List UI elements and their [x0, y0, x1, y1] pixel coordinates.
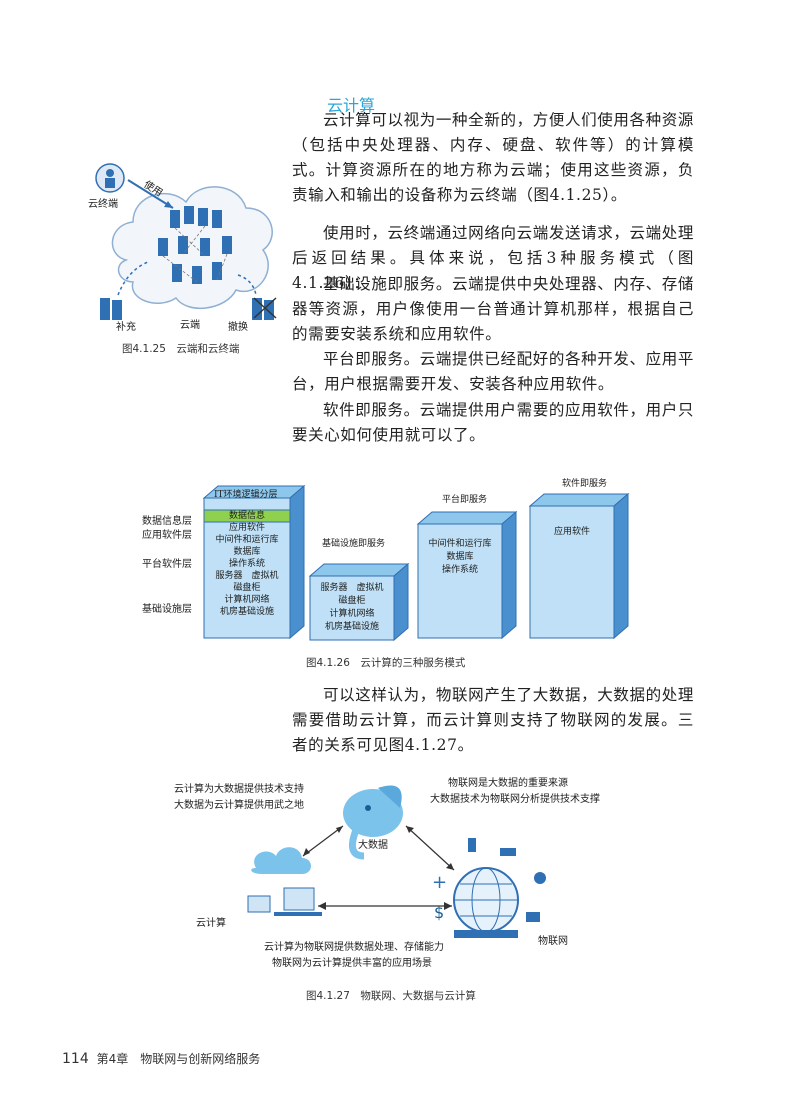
- cube-iaas-title: 基础设施即服务: [322, 539, 386, 549]
- section-title: 云计算: [327, 96, 376, 115]
- cube-iaas-rows: 服务器 虚拟机 磁盘柜 计算机网络 机房基础设施: [310, 582, 394, 634]
- row-server-vm: 服务器 虚拟机: [204, 570, 290, 582]
- label-cloud: 云端: [180, 320, 200, 331]
- relation-diagram: + $: [247, 785, 546, 938]
- iaas-facility: 机房基础设施: [324, 622, 379, 632]
- layer-infrastructure: 基础设施层: [142, 604, 192, 615]
- label-iot: 物联网: [538, 936, 568, 947]
- paragraph-2: 使用时，云终端通过网络向云端发送请求，云端处理后返回结果。具体来说，包括3种服务…: [292, 224, 694, 292]
- page-number: 114: [62, 1051, 89, 1067]
- row-os: 操作系统: [228, 559, 265, 569]
- note-iot-bigdata-line2: 大数据技术为物联网分析提供技术支撑: [430, 794, 600, 805]
- svg-text:$: $: [434, 903, 444, 922]
- cube-iaas: [308, 562, 410, 642]
- row-vm: 虚拟机: [251, 571, 279, 581]
- layer-data: 数据信息层: [142, 516, 192, 527]
- note-cloud-iot-line1: 云计算为物联网提供数据处理、存储能力: [264, 942, 444, 953]
- row-app: 应用软件: [228, 523, 265, 533]
- cube-full-rows: 数据信息 应用软件 中间件和运行库 数据库 操作系统 服务器 虚拟机 磁盘柜 计…: [204, 510, 290, 618]
- note-cloud-bigdata-line1: 云计算为大数据提供技术支持: [174, 784, 304, 795]
- note-iot-bigdata: 物联网是大数据的重要来源 大数据技术为物联网分析提供技术支撑: [430, 776, 600, 808]
- iaas-vm: 虚拟机: [356, 583, 384, 593]
- chapter-title: 第4章 物联网与创新网络服务: [96, 1052, 261, 1066]
- note-cloud-bigdata: 云计算为大数据提供技术支持 大数据为云计算提供用武之地: [174, 782, 304, 814]
- label-cloud-computing: 云计算: [196, 918, 226, 929]
- cube-paas: [416, 510, 518, 640]
- paragraph-3: 基础设施即服务。云端提供中央处理器、内存、存储器等资源，用户像使用一台普通计算机…: [292, 275, 694, 343]
- row-facility: 机房基础设施: [219, 607, 274, 617]
- note-cloud-bigdata-line2: 大数据为云计算提供用武之地: [174, 800, 304, 811]
- row-disk: 磁盘柜: [233, 583, 261, 593]
- use-arrow: [127, 179, 174, 209]
- layer-app: 应用软件层: [142, 530, 192, 541]
- relation-arrows: [302, 825, 455, 907]
- paas-os: 操作系统: [441, 565, 478, 575]
- cloud-links: [162, 225, 228, 283]
- label-supplement: 补充: [116, 322, 136, 333]
- figure-cloud-terminal: 云终端 使用 补充 云端 撤换: [88, 150, 288, 340]
- cloud-diagram: [95, 163, 277, 320]
- globe-icon: + $: [432, 838, 546, 938]
- row-middleware: 中间件和运行库: [215, 535, 279, 545]
- figure-service-models: 数据信息层 应用软件层 平台软件层 基础设施层 IT环境逻辑分层 数据信息 应用…: [142, 476, 662, 648]
- page-footer: 114 第4章 物联网与创新网络服务: [62, 1050, 260, 1067]
- paragraph-1: 云计算可以视为一种全新的，方便人们使用各种资源（包括中央处理器、内存、硬盘、软件…: [292, 111, 694, 204]
- server-racks: [100, 206, 274, 320]
- figure-caption-4-1-27: 图4.1.27 物联网、大数据与云计算: [306, 990, 476, 1002]
- note-cloud-iot-line2: 物联网为云计算提供丰富的应用场景: [272, 958, 432, 969]
- paas-middleware: 中间件和运行库: [428, 539, 492, 549]
- elephant-icon: [343, 785, 403, 860]
- paragraph-4: 平台即服务。云端提供已经配好的各种开发、应用平台，用户根据需要开发、安装各种应用…: [292, 350, 694, 393]
- saas-app: 应用软件: [553, 527, 590, 537]
- figure-caption-4-1-26: 图4.1.26 云计算的三种服务模式: [306, 657, 466, 669]
- iaas-disk: 磁盘柜: [338, 596, 366, 606]
- label-replace: 撤换: [228, 322, 248, 333]
- row-data: 数据信息: [228, 511, 265, 521]
- label-big-data: 大数据: [358, 840, 388, 851]
- cube-full-title: IT环境逻辑分层: [214, 490, 278, 500]
- paas-database: 数据库: [446, 552, 474, 562]
- cube-paas-rows: 中间件和运行库 数据库 操作系统: [418, 538, 502, 577]
- note-iot-bigdata-line1: 物联网是大数据的重要来源: [448, 778, 568, 789]
- cube-saas: [528, 492, 630, 640]
- cloud-shape: [111, 186, 273, 310]
- paragraph-5: 软件即服务。云端提供用户需要的应用软件，用户只要关心如何使用就可以了。: [292, 401, 694, 444]
- note-cloud-iot: 云计算为物联网提供数据处理、存储能力 物联网为云计算提供丰富的应用场景: [264, 940, 444, 972]
- row-database: 数据库: [233, 547, 261, 557]
- layer-platform: 平台软件层: [142, 559, 192, 570]
- svg-text:+: +: [432, 872, 447, 893]
- label-terminal: 云终端: [88, 199, 118, 210]
- paragraph-6: 可以这样认为，物联网产生了大数据，大数据的处理需要借助云计算，而云计算则支持了物…: [292, 686, 694, 754]
- cloud-computing-icon: [247, 847, 322, 916]
- row-network: 计算机网络: [224, 595, 270, 605]
- iaas-server-vm: 服务器 虚拟机: [310, 582, 394, 595]
- figure-iot-bigdata-cloud: + $ 云计算为大数据提供技术支持 大数据为云计算提供用武之地 物联网是大数据的…: [168, 768, 638, 983]
- cube-full: [202, 484, 306, 640]
- row-server: 服务器: [215, 571, 243, 581]
- cube-saas-rows: 应用软件: [530, 526, 614, 539]
- cubes-diagram: [202, 484, 630, 642]
- figure-caption-4-1-25: 图4.1.25 云端和云终端: [122, 343, 240, 355]
- cube-paas-title: 平台即服务: [442, 495, 488, 505]
- cube-saas-title: 软件即服务: [562, 479, 608, 489]
- iaas-server: 服务器: [320, 583, 348, 593]
- iaas-network: 计算机网络: [329, 609, 375, 619]
